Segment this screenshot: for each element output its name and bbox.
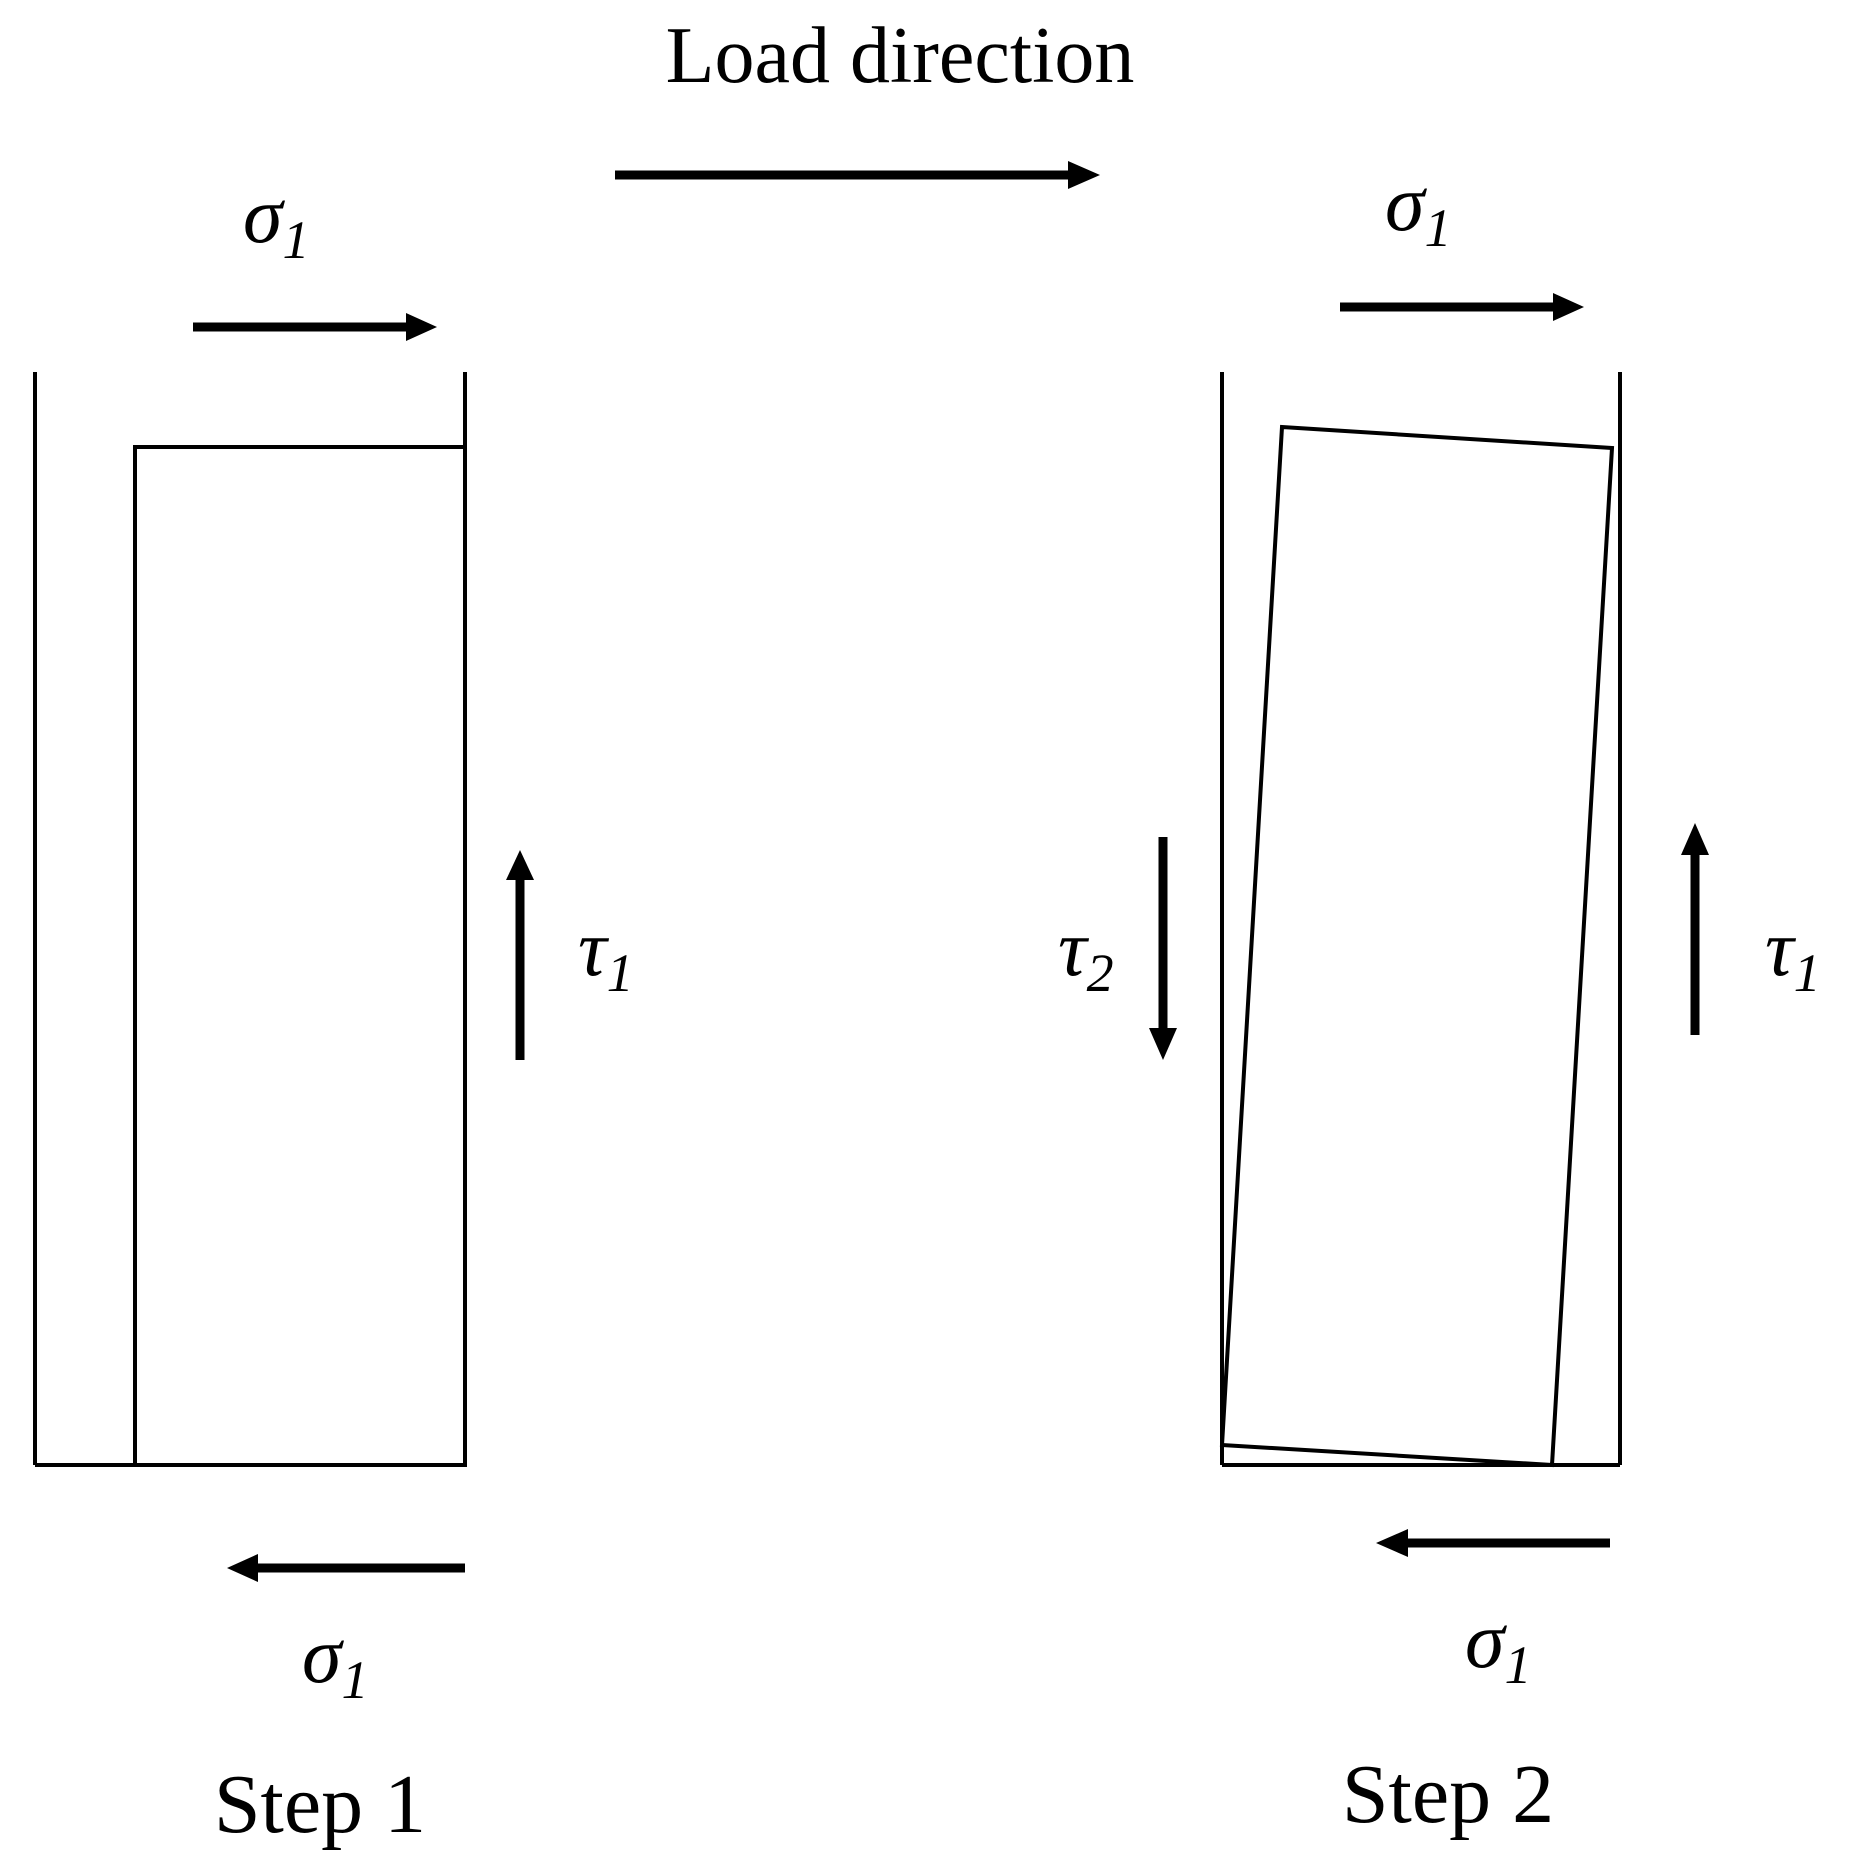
- step-1-bottom-stress-arrow: [227, 1554, 465, 1582]
- step-1-top-stress-arrow: [193, 313, 437, 341]
- step-2-specimen-block: [1219, 424, 1615, 1468]
- step-2-bottom-stress-arrow: [1376, 1529, 1610, 1557]
- step-2-shear-right-arrow: [1681, 823, 1709, 1035]
- step-1-top-stress-label: σ1: [243, 172, 309, 270]
- load-direction-arrow: [615, 161, 1100, 189]
- step-1-label: Step 1: [214, 1758, 426, 1851]
- step-2-label: Step 2: [1342, 1748, 1554, 1841]
- step-1-specimen-block: [133, 445, 467, 1467]
- step-2-top-stress-label: σ1: [1385, 160, 1451, 258]
- step-1-bottom-stress-label: σ1: [302, 1612, 368, 1710]
- step-1: σ1 τ1 σ1 Step 1: [33, 172, 634, 1851]
- step-2-shear-left-arrow: [1149, 837, 1177, 1060]
- step-1-shear-right-arrow: [506, 850, 534, 1060]
- step-1-shear-right-label: τ1: [578, 905, 634, 1003]
- step-2-top-stress-arrow: [1340, 293, 1584, 321]
- step-2: σ1 τ2 τ1 σ1: [1058, 160, 1821, 1841]
- step-2-shear-right-label: τ1: [1765, 905, 1821, 1003]
- diagram-title: Load direction: [666, 12, 1135, 100]
- step-2-bottom-stress-label: σ1: [1465, 1597, 1531, 1695]
- step-2-shear-left-label: τ2: [1058, 905, 1114, 1003]
